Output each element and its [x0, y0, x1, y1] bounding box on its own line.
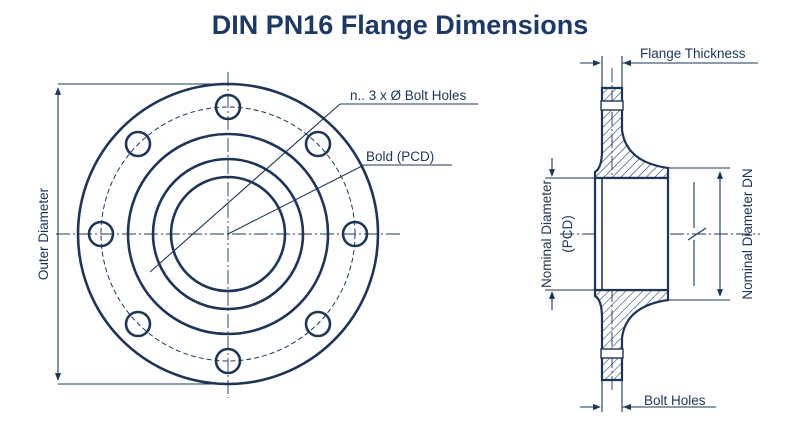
bolt-holes	[87, 93, 369, 375]
outer-diameter-label: Outer Diameter	[36, 187, 51, 280]
pcd-circle	[100, 106, 356, 362]
bolt-hole	[304, 310, 332, 338]
pcd-label: Bold (PCD)	[366, 149, 434, 164]
page-title: DIN PN16 Flange Dimensions	[212, 10, 589, 40]
flange-section-bottom	[593, 288, 670, 382]
nominal-diameter-dn-label: Nominal Diameter DN	[740, 168, 755, 299]
flange-thickness-label: Flange Thickness	[640, 46, 746, 61]
bolt-hole	[214, 347, 242, 375]
inner-dim-tick	[687, 227, 707, 241]
bolt-hole	[304, 130, 332, 158]
pcd-leader	[227, 164, 365, 235]
bolt-hole	[87, 220, 115, 248]
bolt-hole	[214, 93, 242, 121]
nominal-diameter-pcd-label: (PCD)	[560, 215, 575, 253]
section-view	[545, 56, 760, 412]
bolt-holes-count-label: n.. 3 x Ø Bolt Holes	[350, 88, 467, 103]
bolt-hole-section-top	[600, 100, 624, 111]
nominal-diameter-label: Nominal Diameter	[539, 179, 554, 288]
front-view	[54, 72, 478, 398]
bolt-hole	[124, 130, 152, 158]
bolt-holes-label: Bolt Holes	[644, 393, 706, 408]
flange-bore	[593, 176, 670, 292]
bolt-hole-section-bottom	[600, 348, 624, 359]
hub-circle	[151, 157, 305, 311]
bore-circle	[169, 175, 287, 293]
bolt-hole	[341, 220, 369, 248]
bolt-holes-leader	[149, 103, 341, 273]
bolt-hole	[124, 310, 152, 338]
raised-face-circle	[126, 132, 330, 336]
